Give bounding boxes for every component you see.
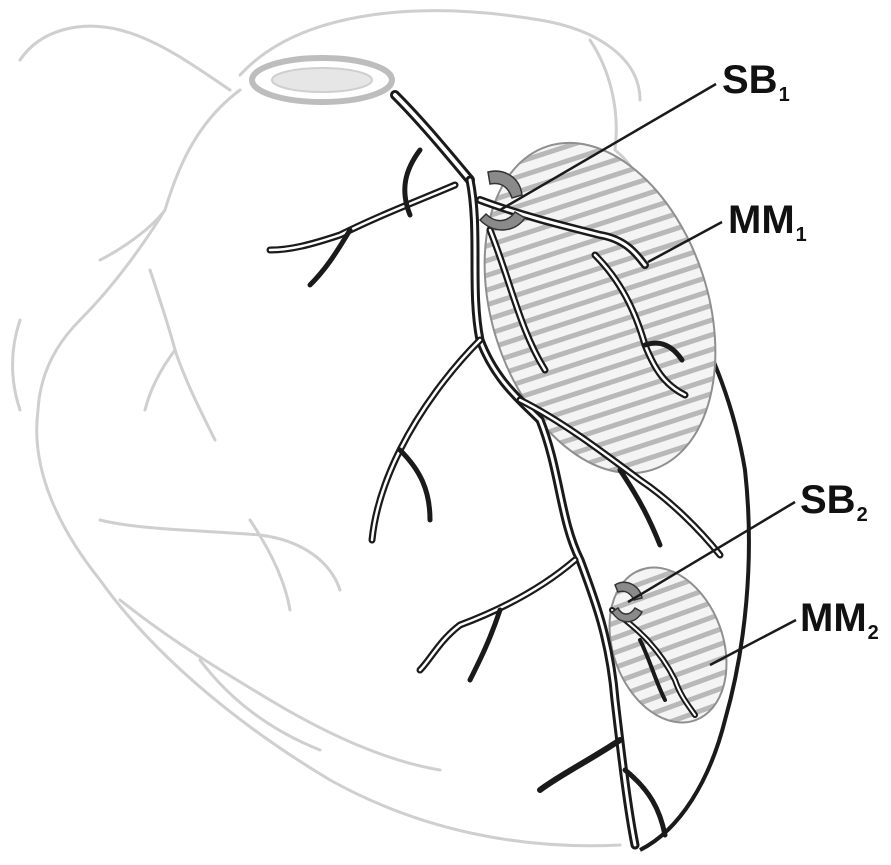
- myocardial-bridge-icon: [610, 581, 644, 623]
- heart-outline-faded: [11, 9, 646, 848]
- label-mm1: MM1: [728, 198, 807, 246]
- leader-line-sb1: [499, 82, 717, 212]
- label-mm2: MM2: [800, 596, 879, 644]
- label-sb1: SB1: [722, 58, 790, 106]
- hatched-region-mm1: [483, 141, 717, 475]
- hatched-region-mm2: [608, 566, 728, 724]
- leader-line-sb2: [627, 500, 796, 604]
- leader-line-mm2: [709, 618, 797, 667]
- coronary-arteries: [266, 90, 724, 850]
- leader-line-mm1: [647, 220, 723, 264]
- label-sb2: SB2: [800, 478, 868, 526]
- aorta-stump: [249, 55, 395, 105]
- myocardial-bridge-icon: [478, 170, 527, 231]
- leader-lines: [499, 82, 797, 667]
